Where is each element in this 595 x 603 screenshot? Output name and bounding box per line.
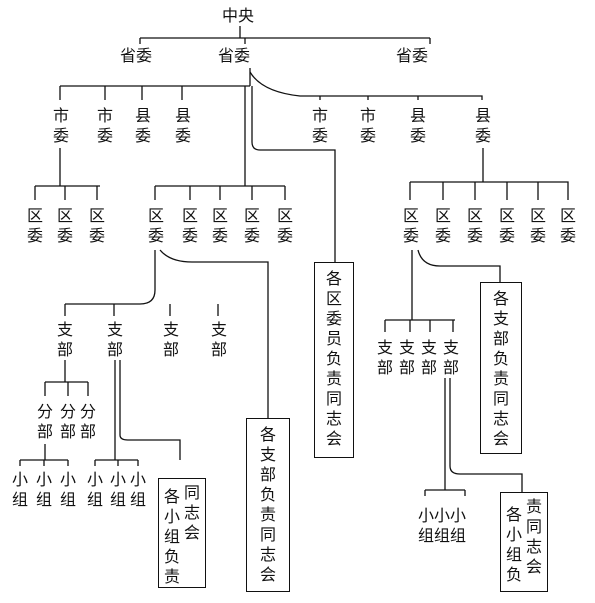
group-node: 小组 <box>86 470 103 509</box>
group-node: 小组 <box>59 470 76 509</box>
group-node: 小组 <box>35 470 52 509</box>
district-committee-node: 区委 <box>243 206 260 245</box>
branch-node: 支部 <box>376 338 393 377</box>
group-node: 小组 <box>109 470 126 509</box>
city-committee-node: 市委 <box>311 106 328 145</box>
group-staff-meeting-label: 同志会 <box>183 483 200 542</box>
branch-node: 支部 <box>162 320 179 359</box>
district-committee-node: 区委 <box>559 206 576 245</box>
branch-node: 支部 <box>56 320 73 359</box>
district-committee-node: 区委 <box>529 206 546 245</box>
branch-staff-meeting-box: 各支部负责同志会 <box>246 418 290 592</box>
district-committee-node: 区委 <box>88 206 105 245</box>
branch-node: 支部 <box>106 320 123 359</box>
province-node-middle: 省委 <box>218 46 251 65</box>
district-staff-meeting-label: 各区委员负责同志会 <box>325 269 342 448</box>
district-committee-node: 区委 <box>498 206 515 245</box>
district-committee-node: 区委 <box>56 206 73 245</box>
group-node: 小组 <box>11 470 28 509</box>
group-staff-meeting-label: 各小组负 <box>505 505 522 584</box>
city-committee-node: 市委 <box>359 106 376 145</box>
group-staff-meeting-box: 各小组负 责同志会 <box>500 492 548 592</box>
province-node-left: 省委 <box>120 46 153 65</box>
group-label: 小组 <box>450 506 467 545</box>
district-committee-node: 区委 <box>26 206 43 245</box>
district-committee-node: 区委 <box>181 206 198 245</box>
center-node: 中央 <box>222 6 255 25</box>
branch-staff-meeting-label: 各支部负责同志会 <box>492 289 509 448</box>
branch-node: 支部 <box>210 320 227 359</box>
sub-branch-node: 分部 <box>79 402 96 441</box>
branch-node: 支部 <box>442 338 459 377</box>
group-staff-meeting-box: 各小组负责 同志会 <box>158 478 206 588</box>
branch-node: 支部 <box>398 338 415 377</box>
county-committee-node: 县委 <box>134 106 151 145</box>
district-committee-node: 区委 <box>434 206 451 245</box>
branch-node: 支部 <box>420 338 437 377</box>
district-staff-meeting-box: 各区委员负责同志会 <box>314 262 354 458</box>
city-committee-node: 市委 <box>52 106 69 145</box>
county-committee-node: 县委 <box>409 106 426 145</box>
group-staff-meeting-label: 责同志会 <box>525 497 542 576</box>
district-committee-node: 区委 <box>276 206 293 245</box>
group-label: 小组 <box>434 506 451 545</box>
branch-staff-meeting-box: 各支部负责同志会 <box>480 282 522 454</box>
city-committee-node: 市委 <box>96 106 113 145</box>
district-committee-node: 区委 <box>402 206 419 245</box>
group-label: 小组 <box>418 506 435 545</box>
district-committee-node: 区委 <box>211 206 228 245</box>
county-committee-node: 县委 <box>474 106 491 145</box>
district-committee-node: 区委 <box>147 206 164 245</box>
county-committee-node: 县委 <box>174 106 191 145</box>
branch-staff-meeting-label: 各支部负责同志会 <box>259 425 276 584</box>
group-staff-meeting-label: 各小组负责 <box>163 487 180 586</box>
group-node: 小组小组小组 <box>418 506 466 546</box>
sub-branch-node: 分部 <box>36 402 53 441</box>
group-node: 小组 <box>129 470 146 509</box>
province-node-right: 省委 <box>396 46 429 65</box>
district-committee-node: 区委 <box>466 206 483 245</box>
sub-branch-node: 分部 <box>59 402 76 441</box>
